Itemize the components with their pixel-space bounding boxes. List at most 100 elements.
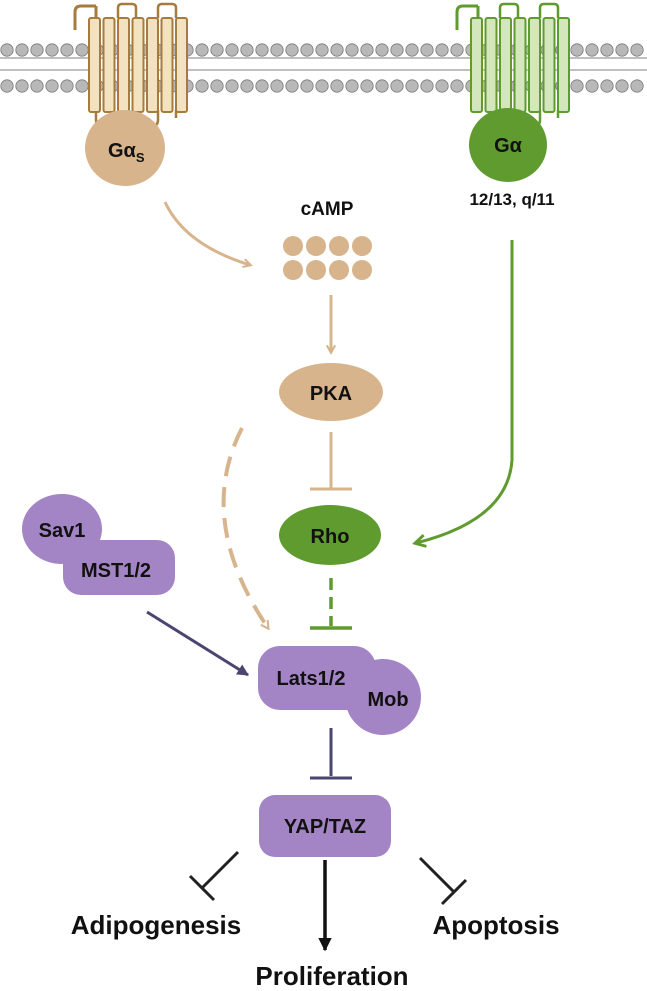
lipid-head: [285, 43, 299, 57]
camp-molecule: [352, 236, 372, 256]
lipid-head: [210, 79, 224, 93]
arrow-gs-to-camp: [163, 201, 250, 265]
lipid-head: [375, 79, 389, 93]
lipid-head: [390, 43, 404, 57]
transmembrane-helix: [102, 17, 116, 113]
transmembrane-helix: [528, 17, 541, 113]
lipid-head: [45, 79, 59, 93]
adipogenesis-label: Adipogenesis: [71, 910, 241, 940]
lipid-head: [585, 79, 599, 93]
camp-molecule: [306, 260, 326, 280]
lipid-head: [15, 43, 29, 57]
lipid-head: [630, 79, 644, 93]
mst-shape: [63, 540, 175, 595]
lipid-head: [585, 43, 599, 57]
transmembrane-helix: [499, 17, 512, 113]
lipid-head: [450, 43, 464, 57]
sav1-label: Sav1: [39, 520, 86, 542]
lipid-head: [615, 43, 629, 57]
lipid-head: [255, 43, 269, 57]
mst-label: MST1/2: [81, 560, 151, 582]
lipid-head: [15, 79, 29, 93]
lipid-head: [195, 43, 209, 57]
sav1-shape: [22, 494, 102, 564]
transmembrane-helix: [88, 17, 101, 113]
lipid-head: [405, 43, 419, 57]
inhibit-lats-yap: [310, 728, 352, 780]
lipid-head: [390, 79, 404, 93]
g-alpha-q-protein: Gα 12/13, q/11: [469, 108, 555, 209]
camp-molecules: [283, 236, 372, 280]
lipid-head: [345, 43, 359, 57]
transmembrane-helix: [484, 17, 498, 113]
lipid-head: [270, 43, 284, 57]
camp-molecule: [283, 260, 303, 280]
lipid-head: [315, 79, 329, 93]
lipid-head: [615, 79, 629, 93]
camp-molecule: [352, 260, 372, 280]
pka-label: PKA: [310, 383, 352, 405]
transmembrane-helix: [470, 17, 483, 113]
lipid-head: [270, 79, 284, 93]
lipid-head: [330, 79, 344, 93]
lipid-head: [300, 79, 314, 93]
arrow-pka-to-lats-dashed: [221, 427, 268, 628]
lipid-head: [300, 43, 314, 57]
lipid-head: [0, 79, 14, 93]
camp-molecule: [329, 260, 349, 280]
camp-molecule: [306, 236, 326, 256]
yap-taz-label: YAP/TAZ: [284, 816, 366, 838]
lipid-head: [570, 79, 584, 93]
transmembrane-helix: [146, 17, 159, 113]
lipid-head: [450, 79, 464, 93]
lipid-head: [375, 43, 389, 57]
camp-molecule: [283, 236, 303, 256]
lipid-head: [60, 79, 74, 93]
inhibit-yap-adipogenesis: [188, 850, 240, 902]
lipid-head: [435, 43, 449, 57]
transmembrane-helix: [513, 17, 527, 113]
pka-node: PKA: [279, 363, 383, 421]
camp-molecule: [329, 236, 349, 256]
camp-label: cAMP: [301, 199, 354, 220]
lipid-head: [600, 79, 614, 93]
lipid-head: [255, 79, 269, 93]
lipid-head: [345, 79, 359, 93]
lipid-head: [225, 43, 239, 57]
rho-label: Rho: [311, 526, 350, 548]
mob-shape: [345, 659, 421, 735]
mob-label: Mob: [367, 689, 408, 711]
g-alpha-q-label: Gα: [494, 135, 523, 157]
arrow-galpha-to-rho: [416, 240, 514, 543]
lipid-head: [405, 79, 419, 93]
transmembrane-helix: [175, 17, 188, 113]
lipid-head: [195, 79, 209, 93]
lats-mob-complex: Lats1/2 Mob: [258, 646, 421, 735]
yap-taz-node: YAP/TAZ: [259, 795, 391, 857]
transmembrane-helix: [160, 17, 174, 113]
sav1-mst-complex: Sav1 MST1/2: [22, 494, 175, 595]
lipid-head: [330, 43, 344, 57]
lipid-head: [75, 79, 89, 93]
lipid-head: [60, 43, 74, 57]
gs-coupled-receptor: [73, 2, 188, 128]
apoptosis-label: Apoptosis: [432, 910, 559, 940]
inhibit-pka-rho: [310, 432, 352, 491]
lipid-head: [30, 43, 44, 57]
lipid-head: [0, 43, 14, 57]
lipid-head: [420, 43, 434, 57]
lipid-head: [435, 79, 449, 93]
transmembrane-helix: [542, 17, 556, 113]
lipid-head: [240, 43, 254, 57]
lipid-head: [630, 43, 644, 57]
proliferation-label: Proliferation: [255, 961, 408, 991]
gq-coupled-receptor: [455, 2, 570, 128]
lipid-head: [420, 79, 434, 93]
g-alpha-s-label: GαS: [108, 140, 145, 165]
lipid-head: [30, 79, 44, 93]
transmembrane-helix: [131, 17, 145, 113]
lipid-head: [285, 79, 299, 93]
lipid-head: [210, 43, 224, 57]
lats-label: Lats1/2: [277, 668, 346, 690]
